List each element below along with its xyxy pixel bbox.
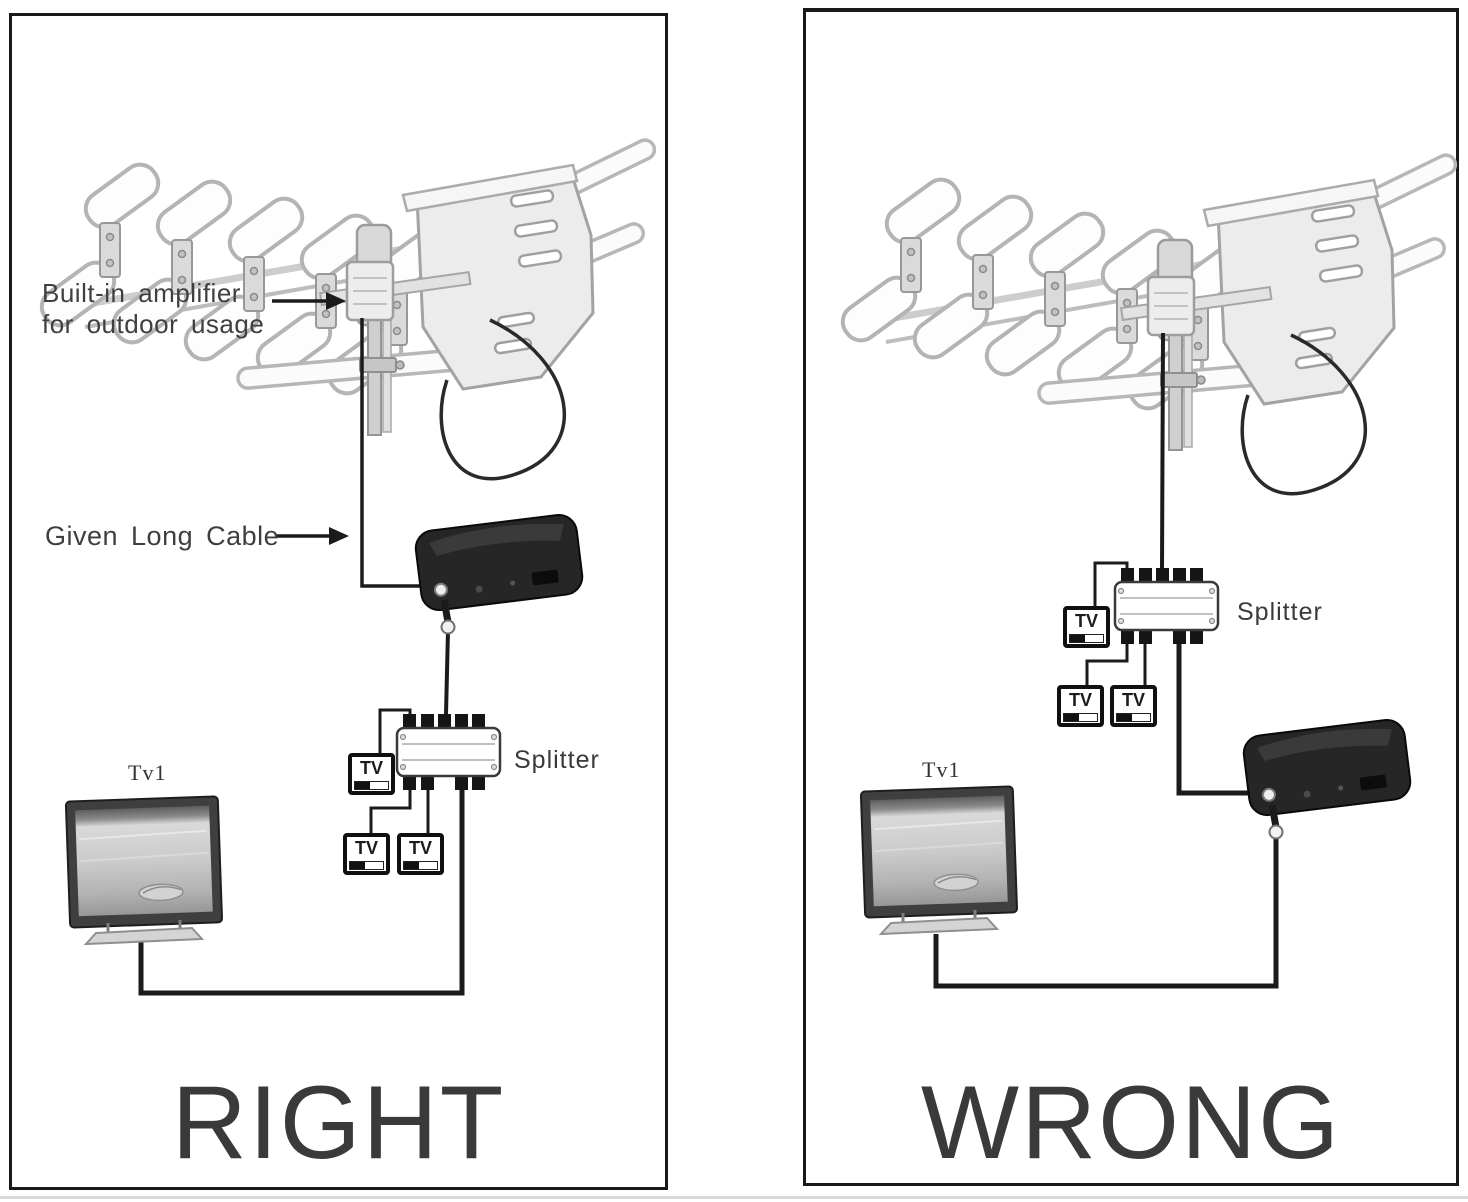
page-edge-line [0,1196,1468,1199]
amplifier-label: Built-in amplifier for outdoor usage [42,278,264,340]
wrong-caption: WRONG [920,1065,1342,1181]
right-setup-panel [9,13,668,1190]
tv-icon-label: TV [359,758,383,778]
tv-base [403,861,438,870]
right-caption: RIGHT [171,1065,506,1181]
tv-icon-label: TV [1121,690,1145,710]
splitter-label: Splitter [1237,598,1323,626]
amplifier-label-line1: Built-in amplifier [42,278,241,308]
main-tv-label: Tv1 [128,760,167,785]
tv-icon: TV [348,753,395,795]
tv-icon: TV [397,833,444,875]
tv-base [1116,713,1151,722]
main-tv-label: Tv1 [922,757,961,782]
tv-base [349,861,384,870]
tv-icon-label: TV [1068,690,1092,710]
tv-icon: TV [343,833,390,875]
tv-icon: TV [1063,606,1110,648]
tv-base [1069,634,1104,643]
tv-icon-label: TV [1074,611,1098,631]
tv-base [1063,713,1098,722]
wrong-setup-panel [803,8,1459,1186]
tv-icon: TV [1057,685,1104,727]
tv-icon: TV [1110,685,1157,727]
long-cable-label: Given Long Cable [45,521,280,551]
splitter-label: Splitter [514,746,600,774]
tv-base [354,781,389,790]
amplifier-label-line2: for outdoor usage [42,309,265,339]
